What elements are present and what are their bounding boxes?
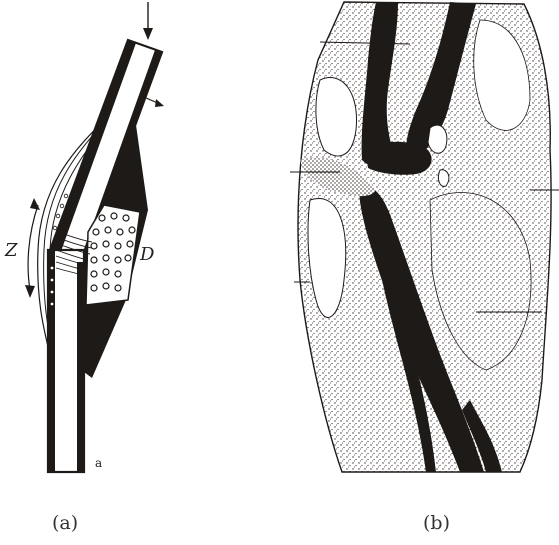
- lower-bone-cortex-right: [77, 262, 84, 472]
- force-arrow-down: [143, 2, 153, 40]
- label-z-zone: Z: [5, 240, 18, 261]
- bone-schematic-drawing: [0, 0, 280, 545]
- bone-end-label: a: [95, 456, 102, 470]
- label-d-callus: D: [140, 244, 154, 265]
- caption-b: (b): [423, 512, 450, 534]
- lower-bone-cortex-left: [48, 250, 55, 472]
- force-arrow-right: [146, 98, 164, 107]
- panel-a-schematic: Z D a (a): [0, 0, 280, 545]
- histology-section-drawing: [280, 0, 559, 545]
- panel-b-histology: (b): [280, 0, 559, 545]
- caption-a: (a): [52, 512, 78, 534]
- bone-knot-center: [366, 142, 432, 175]
